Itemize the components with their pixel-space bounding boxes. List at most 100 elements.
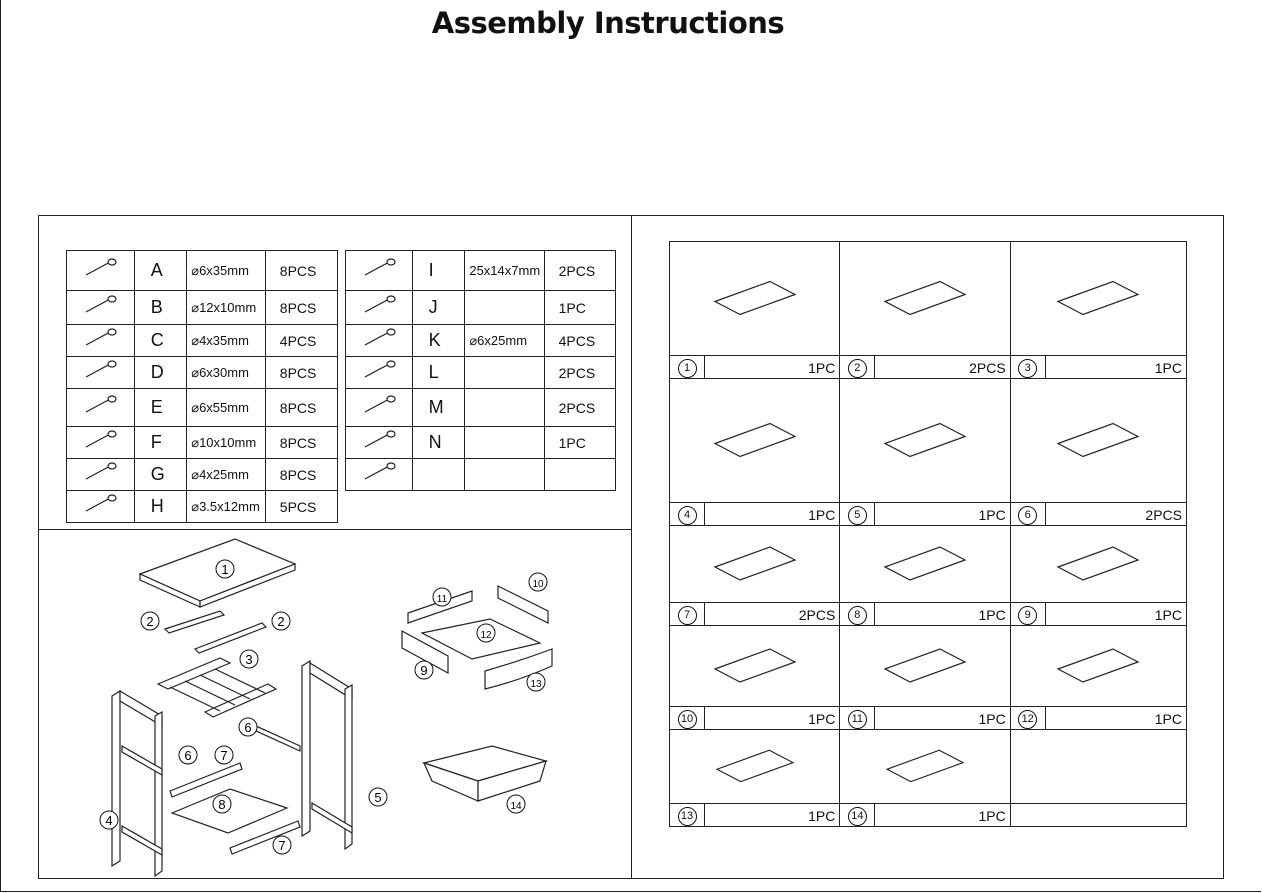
part-qty: 1PC [978, 507, 1006, 523]
rail-icon [364, 258, 396, 276]
table-gap [338, 325, 346, 357]
parts-image-row [668, 378, 1188, 503]
svg-text:12: 12 [480, 630, 492, 641]
part-qty: 1PC [1154, 360, 1182, 376]
part-drawing [1056, 280, 1140, 315]
hardware-letter: I [411, 250, 466, 291]
exploded-part-label: 5 [368, 787, 388, 807]
part-label: 5 1PC [839, 502, 1011, 526]
drawer-bottom-icon [1009, 625, 1188, 707]
hardware-image [66, 290, 135, 325]
svg-text:13: 13 [530, 679, 542, 690]
table-gap [338, 427, 346, 459]
svg-text:14: 14 [510, 801, 522, 812]
hardware-qty: 8PCS [264, 426, 339, 459]
hardware-qty [543, 458, 617, 491]
exploded-part-label: 11 [432, 587, 452, 607]
hardware-image [345, 356, 413, 389]
table-gap [338, 459, 346, 491]
hardware-image [345, 290, 413, 325]
part-number: 14 [840, 804, 876, 826]
svg-text:2: 2 [277, 614, 284, 629]
part-number: 3 [1011, 356, 1046, 378]
part-number: 11 [840, 707, 876, 729]
part-qty: 2PCS [798, 607, 836, 623]
parts-image-row [668, 729, 1188, 804]
table-gap [338, 357, 346, 389]
part-number: 5 [840, 503, 876, 525]
part-number: 12 [1011, 707, 1046, 729]
ring-icon [364, 462, 396, 480]
part-number: 8 [840, 603, 876, 625]
hardware-size: ⌀3.5x12mm [186, 490, 266, 523]
empty-cell [1009, 803, 1188, 827]
svg-text:3: 3 [245, 652, 252, 667]
hardware-letter: D [133, 356, 188, 389]
wire-basket-icon [839, 729, 1011, 804]
hardware-qty: 8PCS [264, 458, 339, 491]
hardware-size [464, 458, 545, 491]
hardware-qty: 8PCS [264, 388, 339, 427]
hardware-size: ⌀4x35mm [186, 324, 266, 357]
hardware-qty: 8PCS [264, 250, 339, 291]
hardware-size: ⌀6x30mm [186, 356, 266, 389]
svg-text:5: 5 [374, 790, 381, 805]
cam-lock-icon [86, 295, 117, 313]
hardware-image [66, 458, 135, 491]
part-number-circle: 8 [847, 605, 867, 625]
svg-text:1: 1 [221, 562, 228, 577]
hardware-letter: G [133, 458, 188, 491]
hardware-size: 25x14x7mm [464, 250, 545, 291]
hardware-qty: 1PC [543, 426, 617, 459]
hardware-qty: 2PCS [543, 250, 617, 291]
cam-bolt-icon [86, 258, 117, 276]
hardware-qty: 8PCS [264, 356, 339, 389]
hardware-size [464, 426, 545, 459]
long-screw-icon [86, 395, 117, 413]
part-qty: 1PC [978, 607, 1006, 623]
exploded-part-label: 1 [215, 559, 235, 579]
part-number: 13 [670, 804, 705, 826]
part-number-circle: 1 [677, 358, 697, 378]
svg-text:6: 6 [244, 720, 251, 735]
hardware-image [66, 388, 135, 427]
exploded-part-label: 6 [238, 717, 258, 737]
hardware-size [464, 388, 545, 427]
part-drawing [713, 280, 797, 315]
top-panel-icon [668, 241, 841, 356]
hardware-qty: 5PCS [264, 490, 339, 523]
hardware-image [345, 426, 413, 459]
part-number-circle: 2 [847, 358, 867, 378]
hardware-image [66, 490, 135, 523]
caster-icon [364, 395, 396, 413]
part-number: 7 [670, 603, 705, 625]
exploded-part-label: 2 [140, 611, 160, 631]
hardware-image [66, 324, 135, 357]
bolt-nut-icon [364, 328, 396, 346]
parts-image-row [668, 625, 1188, 707]
part-drawing [883, 545, 967, 581]
short-rail-icon [839, 241, 1011, 356]
hardware-letter: B [133, 290, 188, 325]
svg-text:4: 4 [105, 813, 112, 828]
svg-text:10: 10 [532, 579, 544, 590]
hardware-letter: J [411, 290, 466, 325]
hardware-size [464, 356, 545, 389]
caster-lock-icon [364, 360, 396, 378]
part-drawing [713, 422, 797, 457]
hardware-letter: M [411, 388, 466, 427]
hardware-size: ⌀12x10mm [186, 290, 266, 325]
exploded-part-label: 8 [212, 794, 232, 814]
part-number-circle: 12 [1018, 709, 1038, 729]
